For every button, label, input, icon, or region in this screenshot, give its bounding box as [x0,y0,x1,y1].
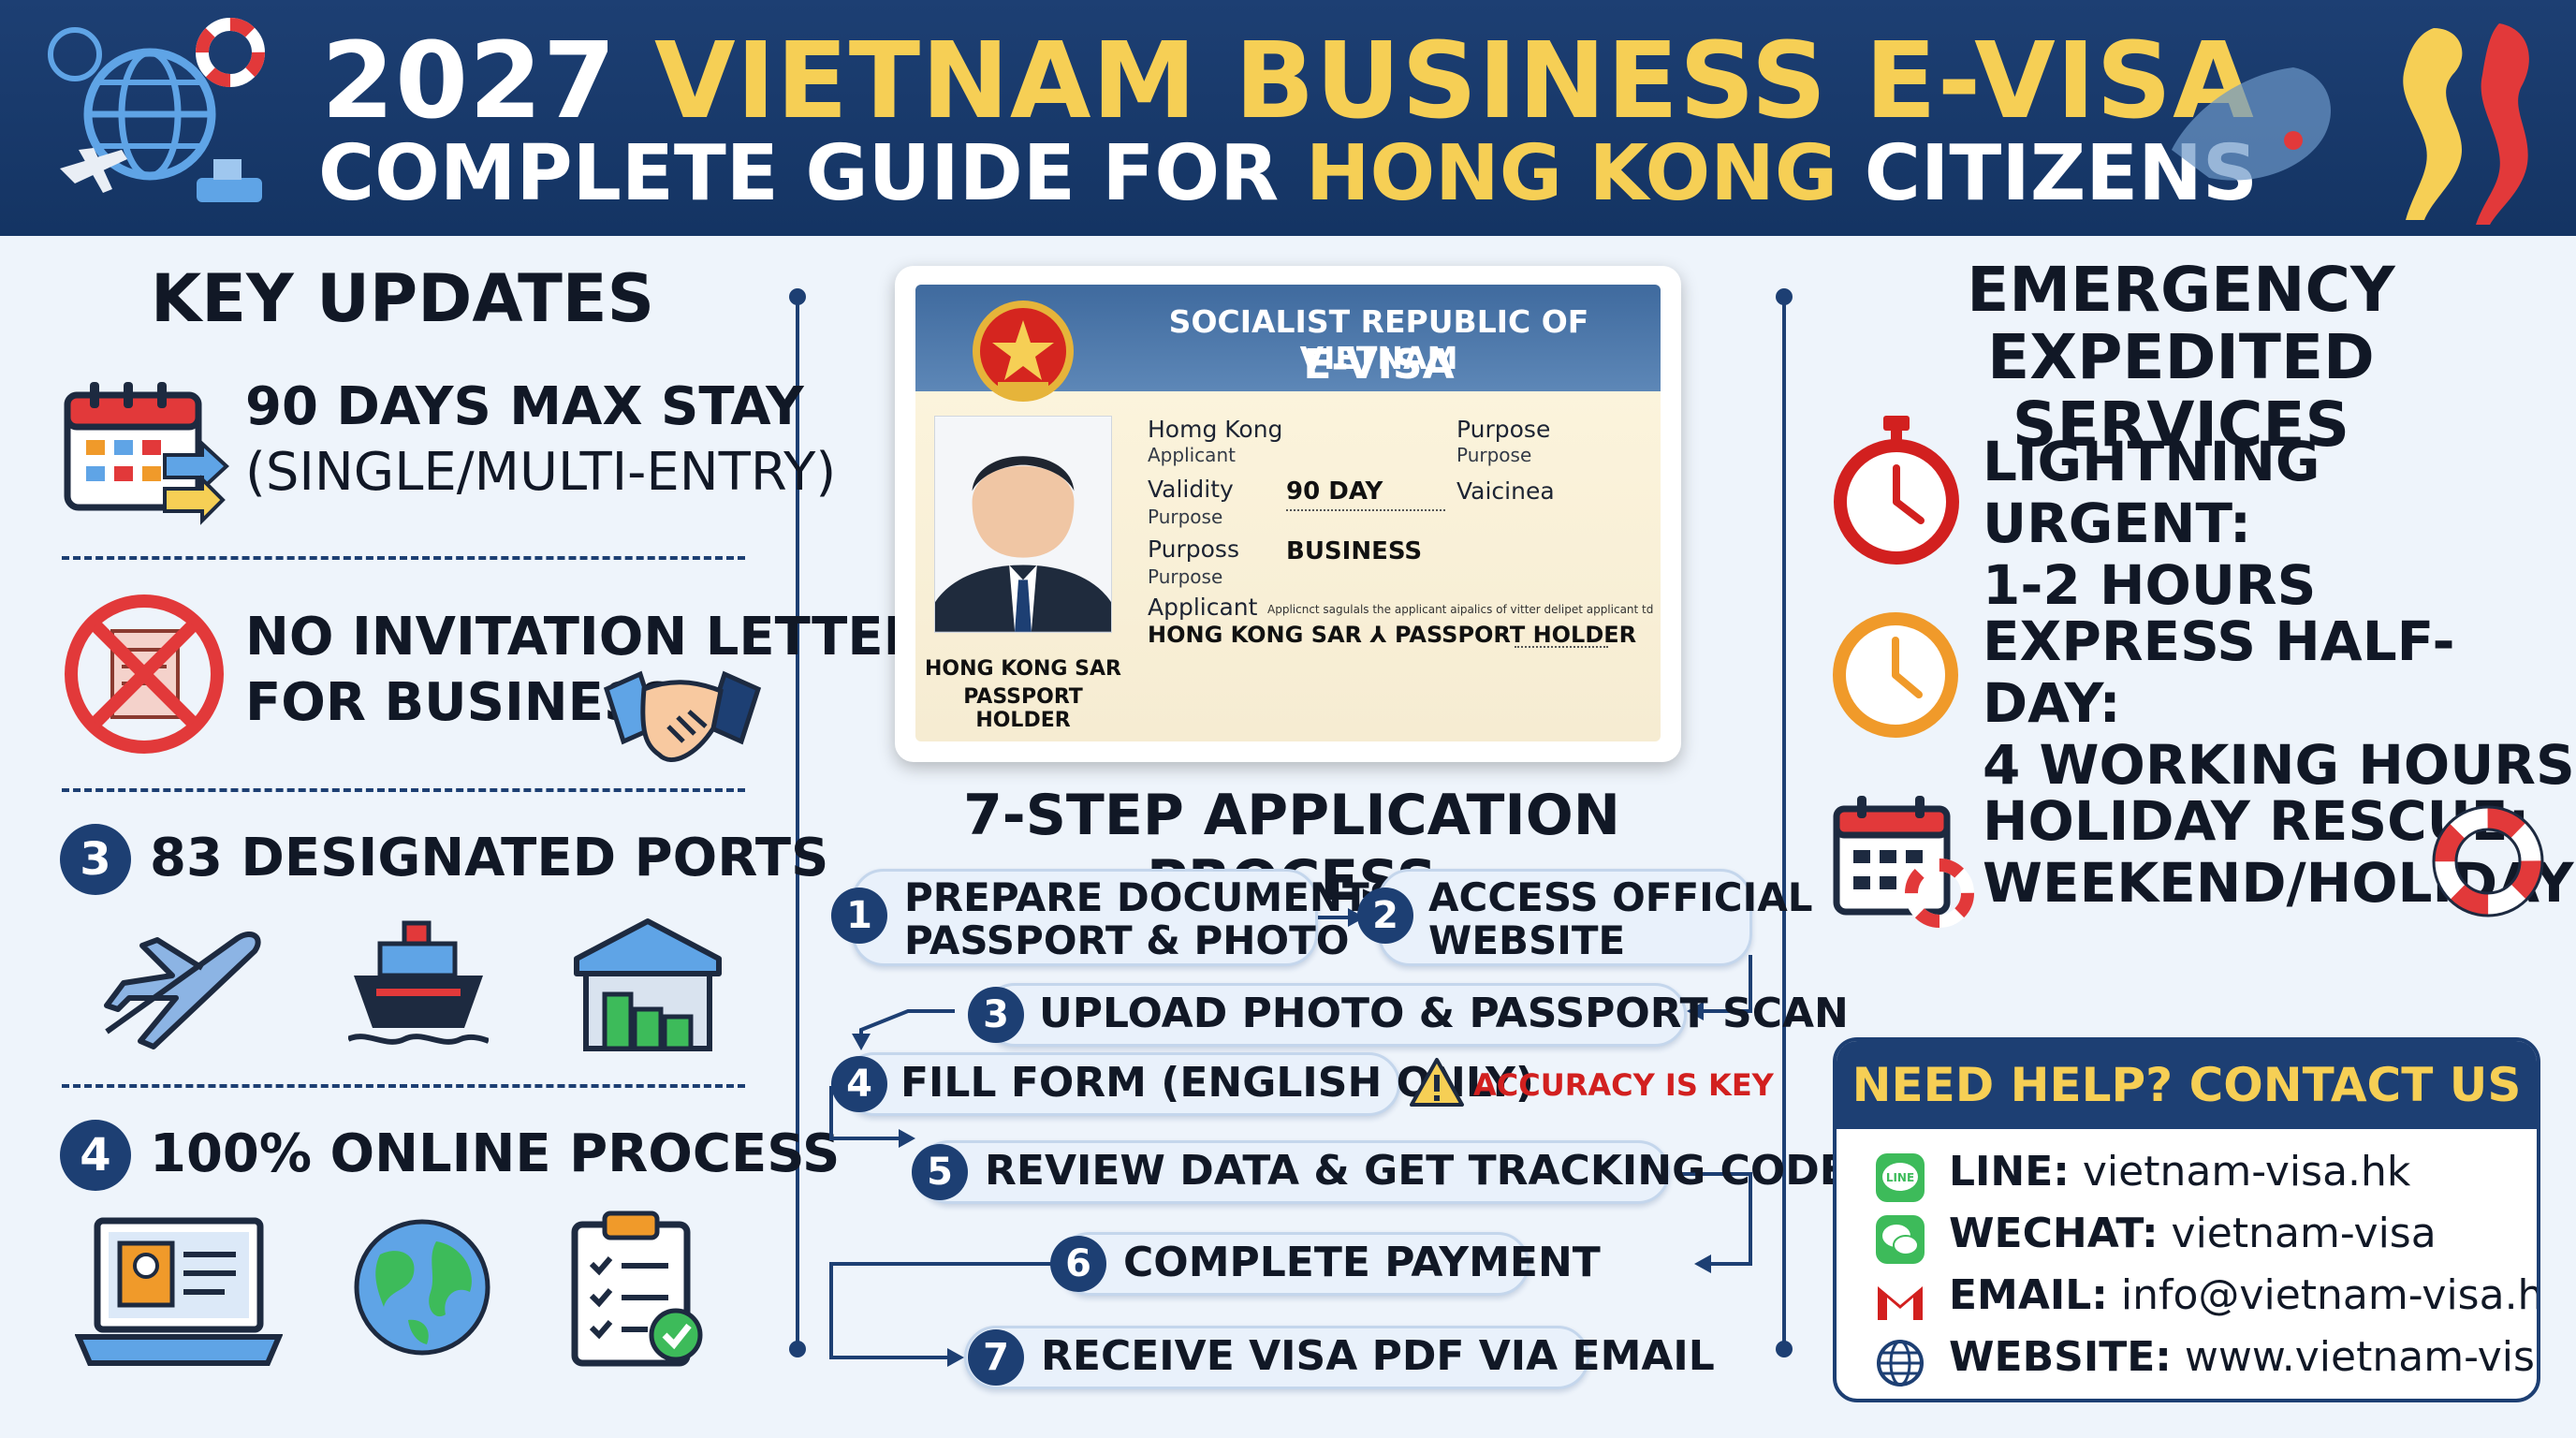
step-2-badge: 2 [1357,888,1413,944]
key-updates-title: KEY UPDATES [150,260,655,337]
checklist-icon [571,1211,703,1367]
step-2-text: ACCESS OFFICIAL WEBSITE [1428,874,1813,963]
lifebuoy-icon [2432,805,2544,917]
update-no-invitation: NO INVITATION LETTER FOR BUSINESS [245,607,924,733]
step-5-card [917,1140,1670,1204]
visa-card: SOCIALIST REPUBLIC OF VIETNAM E-VISA HON… [895,266,1681,762]
field-purposs-label: Purposs [1148,536,1239,563]
step-5-badge: 5 [912,1144,968,1200]
step-4-card [842,1052,1400,1116]
no-document-icon [65,594,224,754]
passport-photo [934,416,1112,633]
step-1-badge: 1 [831,888,887,944]
lifebuoy-icon [196,18,265,87]
main-subtitle: COMPLETE GUIDE FOR HONG KONG CITIZENS [318,129,2258,218]
stopwatch-icon [1834,416,1959,565]
emergency-title: EMERGENCY EXPEDITED SERVICES [1967,254,2395,461]
divider-dot [789,288,806,305]
handshake-icon [603,670,762,762]
update-max-stay: 90 DAYS MAX STAY (SINGLE/MULTI-ENTRY) [245,376,837,503]
warehouse-icon [574,918,722,1051]
divider-dot [789,1341,806,1357]
dashed-divider [62,788,745,792]
contact-box: NEED HELP? CONTACT US LINE LINE: vietnam… [1833,1037,2540,1402]
step-3-badge: 3 [968,987,1024,1043]
field-validity-label: Validity [1148,476,1234,503]
field-validity-value: 90 DAY [1286,477,1383,506]
field-hk-sub: Applicant [1148,444,1236,466]
line-icon: LINE [1876,1153,1925,1202]
update-ports: 83 DESIGNATED PORTS [150,828,829,888]
process-connectors [829,908,1752,1367]
visa-issuer: SOCIALIST REPUBLIC OF VIETNAM [1168,303,1589,376]
photo-caption-2: PASSPORT HOLDER [963,685,1083,732]
field-validity-right: Vaicinea [1456,477,1555,505]
clock-icon [1833,612,1958,738]
holiday-calendar-icon [1833,796,1974,928]
step-7-card [964,1326,1589,1389]
field-applicant-value: HONG KONG SAR ⅄ PASSPORT HOLDER [1148,622,1637,648]
contact-email[interactable]: EMAIL: info@vietnam-visa.hk [1949,1271,2540,1319]
step-6-card [1058,1232,1530,1296]
laptop-profile-icon [75,1217,283,1366]
step-1-text: PREPARE DOCUMENTS: PASSPORT & PHOTO [904,874,1413,963]
vietnam-map-icon [2172,23,2529,225]
field-purpose-label: Purpose [1456,416,1551,443]
earth-icon [354,1219,490,1356]
wechat-icon [1876,1215,1925,1264]
field-validity-sub: Purpose [1148,506,1223,528]
field-validity-underline [1286,509,1445,511]
field-applicant-label: Applicant [1148,594,1258,621]
step-1-card [852,869,1318,966]
step-3-text: UPLOAD PHOTO & PASSPORT SCAN [1039,990,1849,1037]
emergency-express: EXPRESS HALF-DAY: 4 WORKING HOURS [1983,609,2575,797]
main-title: 2027 VIETNAM BUSINESS E-VISA [321,21,2255,142]
step-7-badge: 7 [968,1329,1024,1386]
update-number-badge: 4 [60,1120,131,1191]
field-purpose-sub: Purpose [1456,444,1532,466]
contact-title: NEED HELP? CONTACT US [1837,1041,2537,1129]
photo-caption-1: HONG KONG SAR [925,657,1121,681]
field-purposs-sub: Purpose [1148,565,1223,588]
gmail-icon [1878,1286,1923,1320]
update-number-badge: 3 [60,824,131,895]
dashed-divider [62,556,745,560]
web-globe-icon [1877,1340,1924,1387]
ship-icon [348,920,489,1045]
visa-doc-type: E-VISA [1303,341,1455,389]
dashed-divider [62,1084,745,1088]
step-7-text: RECEIVE VISA PDF VIA EMAIL [1041,1332,1715,1380]
contact-wechat[interactable]: WECHAT: vietnam-visa [1949,1210,2437,1257]
step-4-badge: 4 [831,1056,887,1112]
divider-dot [1776,1341,1793,1357]
calendar-icon [64,382,229,525]
visa-card-face: SOCIALIST REPUBLIC OF VIETNAM E-VISA HON… [915,285,1661,741]
field-hk-label: Homg Kong [1148,416,1283,443]
contact-website[interactable]: WEBSITE: www.vietnam-visa.hk [1949,1333,2537,1381]
divider-right [1782,300,1786,1346]
step-5-text: REVIEW DATA & GET TRACKING CODE [985,1147,1848,1195]
divider-left [796,300,799,1346]
accuracy-warning: ACCURACY IS KEY [1473,1067,1774,1103]
field-purpose-value: BUSINESS [1286,537,1423,565]
step-6-text: COMPLETE PAYMENT [1123,1239,1601,1286]
contact-line[interactable]: LINE: vietnam-visa.hk [1949,1148,2411,1196]
field-applicant-fine: Applicnct sagulals the applicant aipalic… [1267,603,1654,616]
update-online: 100% ONLINE PROCESS [150,1123,841,1184]
warning-icon [1410,1058,1464,1107]
globe-travel-icon [48,27,262,202]
emblem-icon [973,301,1074,402]
step-6-badge: 6 [1050,1236,1106,1292]
svg-text:LINE: LINE [1886,1171,1914,1184]
header-banner: 2027 VIETNAM BUSINESS E-VISA COMPLETE GU… [0,0,2576,236]
field-applicant-underline [1515,646,1608,648]
airplane-icon [104,932,261,1049]
divider-dot [1776,288,1793,305]
emergency-urgent: LIGHTNING URGENT: 1-2 HOURS [1983,430,2320,617]
